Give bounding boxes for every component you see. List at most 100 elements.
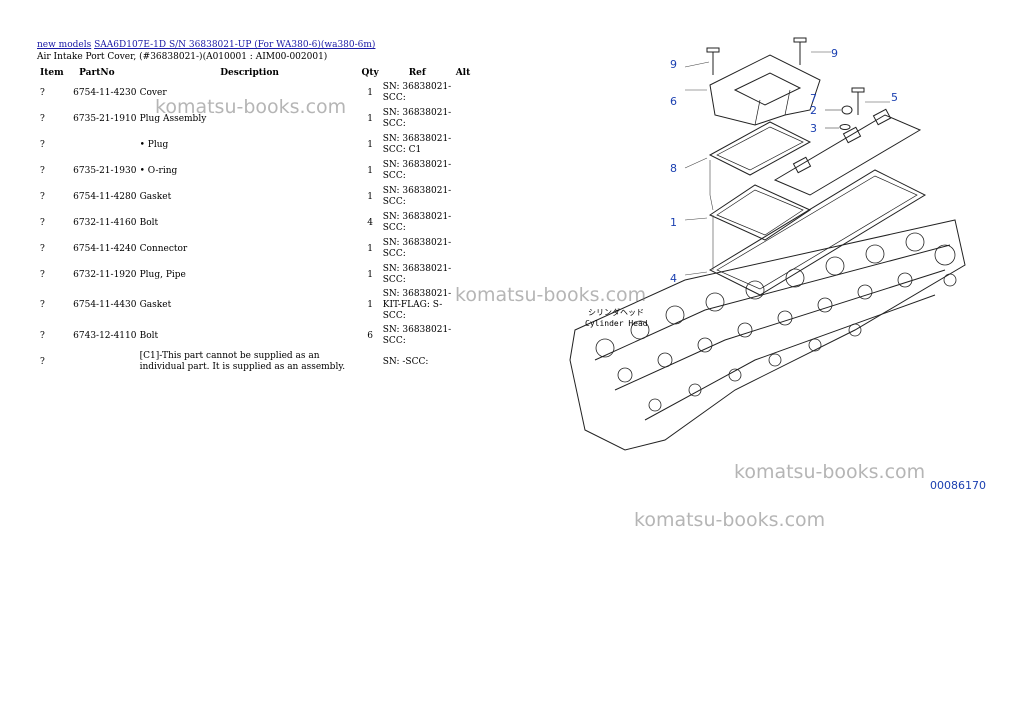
cell-qty: 6 — [367, 330, 374, 341]
callout-9-right: 9 — [831, 47, 838, 60]
cell-qty: 1 — [367, 113, 374, 124]
cell-description: Cover — [139, 87, 167, 98]
breadcrumb-link-model[interactable]: SAA6D107E-1D S/N 36838021-UP (For WA380-… — [94, 40, 376, 50]
table-row: ? 6735-21-1930 • O-ring 1 SN: 36838021-S… — [37, 158, 477, 184]
cell-ref: SN: 36838021-KIT-FLAG: S-SCC: — [382, 289, 452, 321]
cell-partno: 6754-11-4280 — [73, 191, 137, 202]
bolt-5-shape — [851, 87, 865, 115]
callout-4: 4 — [670, 272, 677, 285]
cell-description: • Plug — [139, 139, 169, 150]
cell-qty: 4 — [367, 217, 374, 228]
cell-description: Plug, Pipe — [139, 269, 186, 280]
callout-5: 5 — [891, 91, 898, 104]
cell-item: ? — [40, 139, 45, 150]
cell-alt — [454, 288, 477, 323]
cell-alt — [454, 210, 477, 236]
callout-2: 2 — [810, 104, 817, 117]
cell-alt — [454, 106, 477, 132]
cell-partno — [71, 132, 139, 158]
cell-item: ? — [40, 300, 45, 310]
cylinder-head-label-jp: シリンダヘッド — [588, 307, 644, 317]
cell-ref: SN: 36838021-SCC: — [382, 160, 452, 181]
cell-partno: 6735-21-1910 — [73, 113, 137, 124]
table-header-row: Item PartNo Description Qty Ref Alt — [37, 66, 477, 80]
header-ref: Ref — [408, 67, 426, 78]
cell-ref: SN: 36838021-SCC: — [382, 212, 452, 233]
cell-description: Connector — [139, 243, 188, 254]
cell-ref: SN: 36838021-SCC: — [382, 264, 452, 285]
cell-alt — [454, 184, 477, 210]
figure-id: 00086170 — [930, 479, 986, 492]
table-row: ? 6754-11-4240 Connector 1 SN: 36838021-… — [37, 236, 477, 262]
cover-8-shape — [708, 121, 812, 176]
cell-partno: 6743-12-4110 — [73, 330, 137, 341]
cell-description: [C1]-This part cannot be supplied as an … — [139, 351, 346, 372]
breadcrumb-link-new-models[interactable]: new models — [37, 40, 92, 50]
cell-qty: 1 — [367, 269, 374, 280]
cell-qty: 1 — [367, 139, 374, 150]
oring-3-shape — [839, 124, 851, 130]
cell-partno — [71, 349, 139, 375]
cell-ref: SN: 36838021-SCC: — [382, 82, 452, 103]
cell-qty — [360, 349, 381, 375]
cell-partno: 6735-21-1930 — [73, 165, 137, 176]
cell-ref: SN: 36838021-SCC: — [382, 238, 452, 259]
table-row: ? 6732-11-4160 Bolt 4 SN: 36838021-SCC: — [37, 210, 477, 236]
cell-ref: SN: -SCC: — [382, 356, 429, 367]
table-row: ? • Plug 1 SN: 36838021-SCC: C1 — [37, 132, 477, 158]
header-alt: Alt — [455, 67, 471, 78]
cell-qty: 1 — [367, 300, 374, 310]
callout-8: 8 — [670, 162, 677, 175]
cell-item: ? — [40, 356, 45, 367]
cell-item: ? — [40, 269, 45, 280]
cell-alt — [454, 132, 477, 158]
table-row: ? 6735-21-1910 Plug Assembly 1 SN: 36838… — [37, 106, 477, 132]
cell-description: Gasket — [139, 300, 172, 310]
cell-partno: 6732-11-1920 — [73, 269, 137, 280]
cell-description: Gasket — [139, 191, 172, 202]
cell-ref: SN: 36838021-SCC: — [382, 186, 452, 207]
header-item: Item — [40, 67, 64, 78]
cell-item: ? — [40, 217, 45, 228]
cell-qty: 1 — [367, 191, 374, 202]
table-row: ? [C1]-This part cannot be supplied as a… — [37, 349, 477, 375]
cover-6-shape — [709, 54, 821, 126]
watermark: komatsu-books.com — [634, 509, 826, 531]
cell-partno: 6754-11-4430 — [73, 300, 137, 310]
table-row: ? 6743-12-4110 Bolt 6 SN: 36838021-SCC: — [37, 323, 477, 349]
callout-7: 7 — [810, 92, 817, 105]
callout-6: 6 — [670, 95, 677, 108]
table-row: ? 6754-11-4280 Gasket 1 SN: 36838021-SCC… — [37, 184, 477, 210]
table-row: ? 6732-11-1920 Plug, Pipe 1 SN: 36838021… — [37, 262, 477, 288]
bolt-9-right-shape — [793, 37, 807, 65]
cell-item: ? — [40, 113, 45, 124]
rocker-cover-shape — [773, 114, 922, 196]
cylinder-head-label-en: Cylinder Head — [585, 319, 648, 328]
header-qty: Qty — [361, 67, 379, 78]
cell-alt — [454, 349, 477, 375]
cell-item: ? — [40, 191, 45, 202]
cell-partno: 6754-11-4230 — [73, 87, 137, 98]
table-row: ? 6754-11-4230 Cover 1 SN: 36838021-SCC: — [37, 80, 477, 106]
cell-item: ? — [40, 243, 45, 254]
table-row: ? 6754-11-4430 Gasket 1 SN: 36838021-KIT… — [37, 288, 477, 323]
cell-alt — [454, 323, 477, 349]
cell-item: ? — [40, 165, 45, 176]
cell-alt — [454, 158, 477, 184]
cell-partno: 6732-11-4160 — [73, 217, 137, 228]
cell-item: ? — [40, 87, 45, 98]
cell-ref: SN: 36838021-SCC: — [382, 325, 452, 346]
cell-description: Bolt — [139, 217, 159, 228]
cell-ref: SN: 36838021-SCC: — [382, 108, 452, 129]
cell-description: Bolt — [139, 330, 159, 341]
plug-2-shape — [841, 105, 853, 115]
breadcrumb: new models SAA6D107E-1D S/N 36838021-UP … — [37, 40, 375, 51]
cell-alt — [454, 236, 477, 262]
cell-partno: 6754-11-4240 — [73, 243, 137, 254]
cell-description: Plug Assembly — [139, 113, 207, 124]
cell-qty: 1 — [367, 87, 374, 98]
callout-9-left: 9 — [670, 58, 677, 71]
callout-1: 1 — [670, 216, 677, 229]
cylinder-head-shape — [569, 219, 966, 451]
callout-3: 3 — [810, 122, 817, 135]
